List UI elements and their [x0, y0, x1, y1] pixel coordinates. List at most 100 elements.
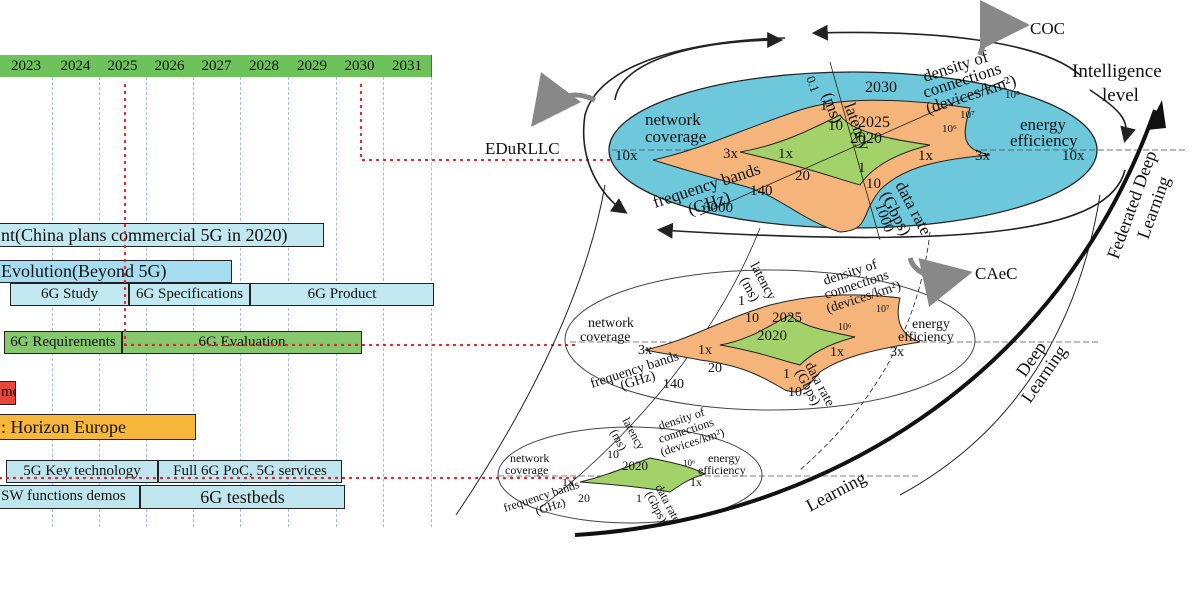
- top-3x-right: 3x: [975, 148, 991, 164]
- mid-energy2-label: efficiency: [898, 330, 954, 345]
- mid-l10: 10: [745, 311, 759, 326]
- top-f140: 140: [750, 183, 773, 199]
- bot-coverage2-label: coverage: [505, 463, 548, 477]
- top-r10: 10: [866, 176, 881, 192]
- top-d106: 10⁶: [942, 123, 957, 135]
- region-2020: [739, 114, 931, 186]
- top-10x-left: 10x: [615, 148, 638, 164]
- bot-energy2-label: efficiency: [698, 463, 746, 477]
- mid-3x-right: 3x: [890, 345, 904, 360]
- mid-1x-left: 1x: [698, 343, 712, 358]
- bar-red-program: me: [0, 381, 16, 405]
- top-l1: 1: [820, 98, 828, 114]
- bot-r1: 1: [636, 491, 642, 505]
- service-arrows: [530, 0, 1030, 307]
- label-edurllc: EDuRLLC: [485, 139, 560, 158]
- cycle-arrow-top-right: [811, 24, 1081, 76]
- year-cell: 2023: [0, 55, 53, 77]
- funnel-left-edge: [455, 184, 606, 516]
- mid-coverage2-label: coverage: [580, 330, 631, 345]
- year-cell: 2029: [288, 55, 337, 77]
- ellipse-2020: [497, 426, 763, 524]
- mid-l1: 1: [738, 294, 745, 309]
- mid-labels: latency (ms) density of connections (dev…: [580, 257, 954, 409]
- top-energy1-label: energy: [1020, 115, 1066, 134]
- label-caec: CAeC: [975, 264, 1018, 283]
- mid-r1: 1: [783, 367, 790, 382]
- region-2020-mid: [719, 314, 856, 366]
- mid-3x-left: 3x: [638, 343, 652, 358]
- year-cell: 2025: [99, 55, 147, 77]
- ellipse-2025: [564, 269, 976, 411]
- year-cell: 2031: [383, 55, 432, 77]
- bar-6g-testbeds: 6G testbeds: [140, 485, 345, 509]
- top-coverage2-label: coverage: [645, 127, 706, 146]
- bot-energy1-label: energy: [708, 451, 740, 465]
- bot-2020-label: 2020: [622, 458, 648, 473]
- bot-1x-left: 1x: [562, 475, 574, 489]
- intelligence-arrow: [574, 109, 1157, 537]
- bot-1x-right: 1x: [690, 475, 702, 489]
- label-intelligence: Intelligence: [1072, 61, 1162, 82]
- label-level: level: [1102, 85, 1139, 106]
- red-dotted-connectors: [0, 83, 652, 480]
- arrow-coc: [977, 0, 1030, 56]
- mid-2025-label: 2025: [772, 310, 802, 326]
- top-coverage1-label: network: [645, 110, 701, 129]
- bot-d106: 10⁶: [683, 458, 695, 468]
- top-d108: 10⁸: [1005, 89, 1020, 101]
- axis-latency: [829, 61, 881, 241]
- axis-bands: [699, 79, 1006, 216]
- top-2025-label: 2025: [858, 114, 890, 131]
- bot-coverage1-label: network: [510, 451, 549, 465]
- bot-f20: 20: [578, 491, 590, 505]
- top-d107: 10⁷: [960, 109, 975, 121]
- mid-f140: 140: [663, 377, 684, 392]
- bottom-labels: latency (ms) density of connections (dev…: [502, 405, 746, 525]
- bot-l10: 10: [607, 447, 619, 461]
- bar-sw-demos: SW functions demos: [0, 485, 140, 509]
- top-l01: 0.1: [803, 74, 823, 94]
- mid-d106: 10⁶: [838, 322, 852, 333]
- funnel-right-edge: [899, 194, 1101, 496]
- connector-2030: [359, 83, 652, 162]
- bar-6g-evaluation: 6G Evaluation: [122, 331, 362, 354]
- intelligence-arrowhead: [1147, 100, 1166, 130]
- bar-china-5g: nt(China plans commercial 5G in 2020): [0, 223, 324, 247]
- top-3x-left: 3x: [723, 146, 739, 162]
- region-2020-bottom: [579, 457, 707, 493]
- bar-6g-requirements: 6G Requirements: [4, 331, 122, 354]
- bar-horizon-europe: : Horizon Europe: [0, 414, 196, 440]
- mid-r10: 10: [788, 385, 802, 400]
- top-f3000: 3000: [703, 200, 733, 216]
- cycle-arrow-top-left: [614, 32, 784, 101]
- mid-coverage1-label: network: [588, 316, 634, 331]
- top-2020-label: 2020: [850, 130, 882, 147]
- bar-6g-specifications: 6G Specifications: [129, 283, 250, 306]
- top-r1: 1: [858, 160, 866, 176]
- bar-6g-product: 6G Product: [250, 283, 434, 306]
- top-1x-right: 1x: [918, 148, 934, 164]
- label-learning: Learning: [802, 467, 869, 515]
- top-1x-left: 1x: [778, 146, 794, 162]
- top-energy2-label: efficiency: [1010, 131, 1078, 150]
- top-f20: 20: [795, 168, 810, 184]
- bar-6g-study: 6G Study: [10, 283, 129, 306]
- top-l10: 10: [828, 118, 843, 134]
- cycle-arrow-right-top: [1089, 89, 1136, 144]
- top-10x-right: 10x: [1062, 148, 1085, 164]
- mid-d107: 10⁷: [876, 304, 890, 315]
- cycle-arrow-bottom: [656, 169, 1126, 239]
- top-2030-label: 2030: [865, 79, 897, 96]
- label-coc: COC: [1030, 19, 1065, 38]
- year-cell: 2030: [336, 55, 384, 77]
- mid-2020-label: 2020: [757, 328, 787, 344]
- mid-f20: 20: [708, 361, 722, 376]
- mid-1x-right: 1x: [830, 345, 844, 360]
- arrow-caec: [907, 257, 973, 307]
- funnel-inner-left: [539, 227, 761, 509]
- mid-energy1-label: energy: [912, 317, 950, 332]
- arrow-edurllc: [530, 72, 597, 127]
